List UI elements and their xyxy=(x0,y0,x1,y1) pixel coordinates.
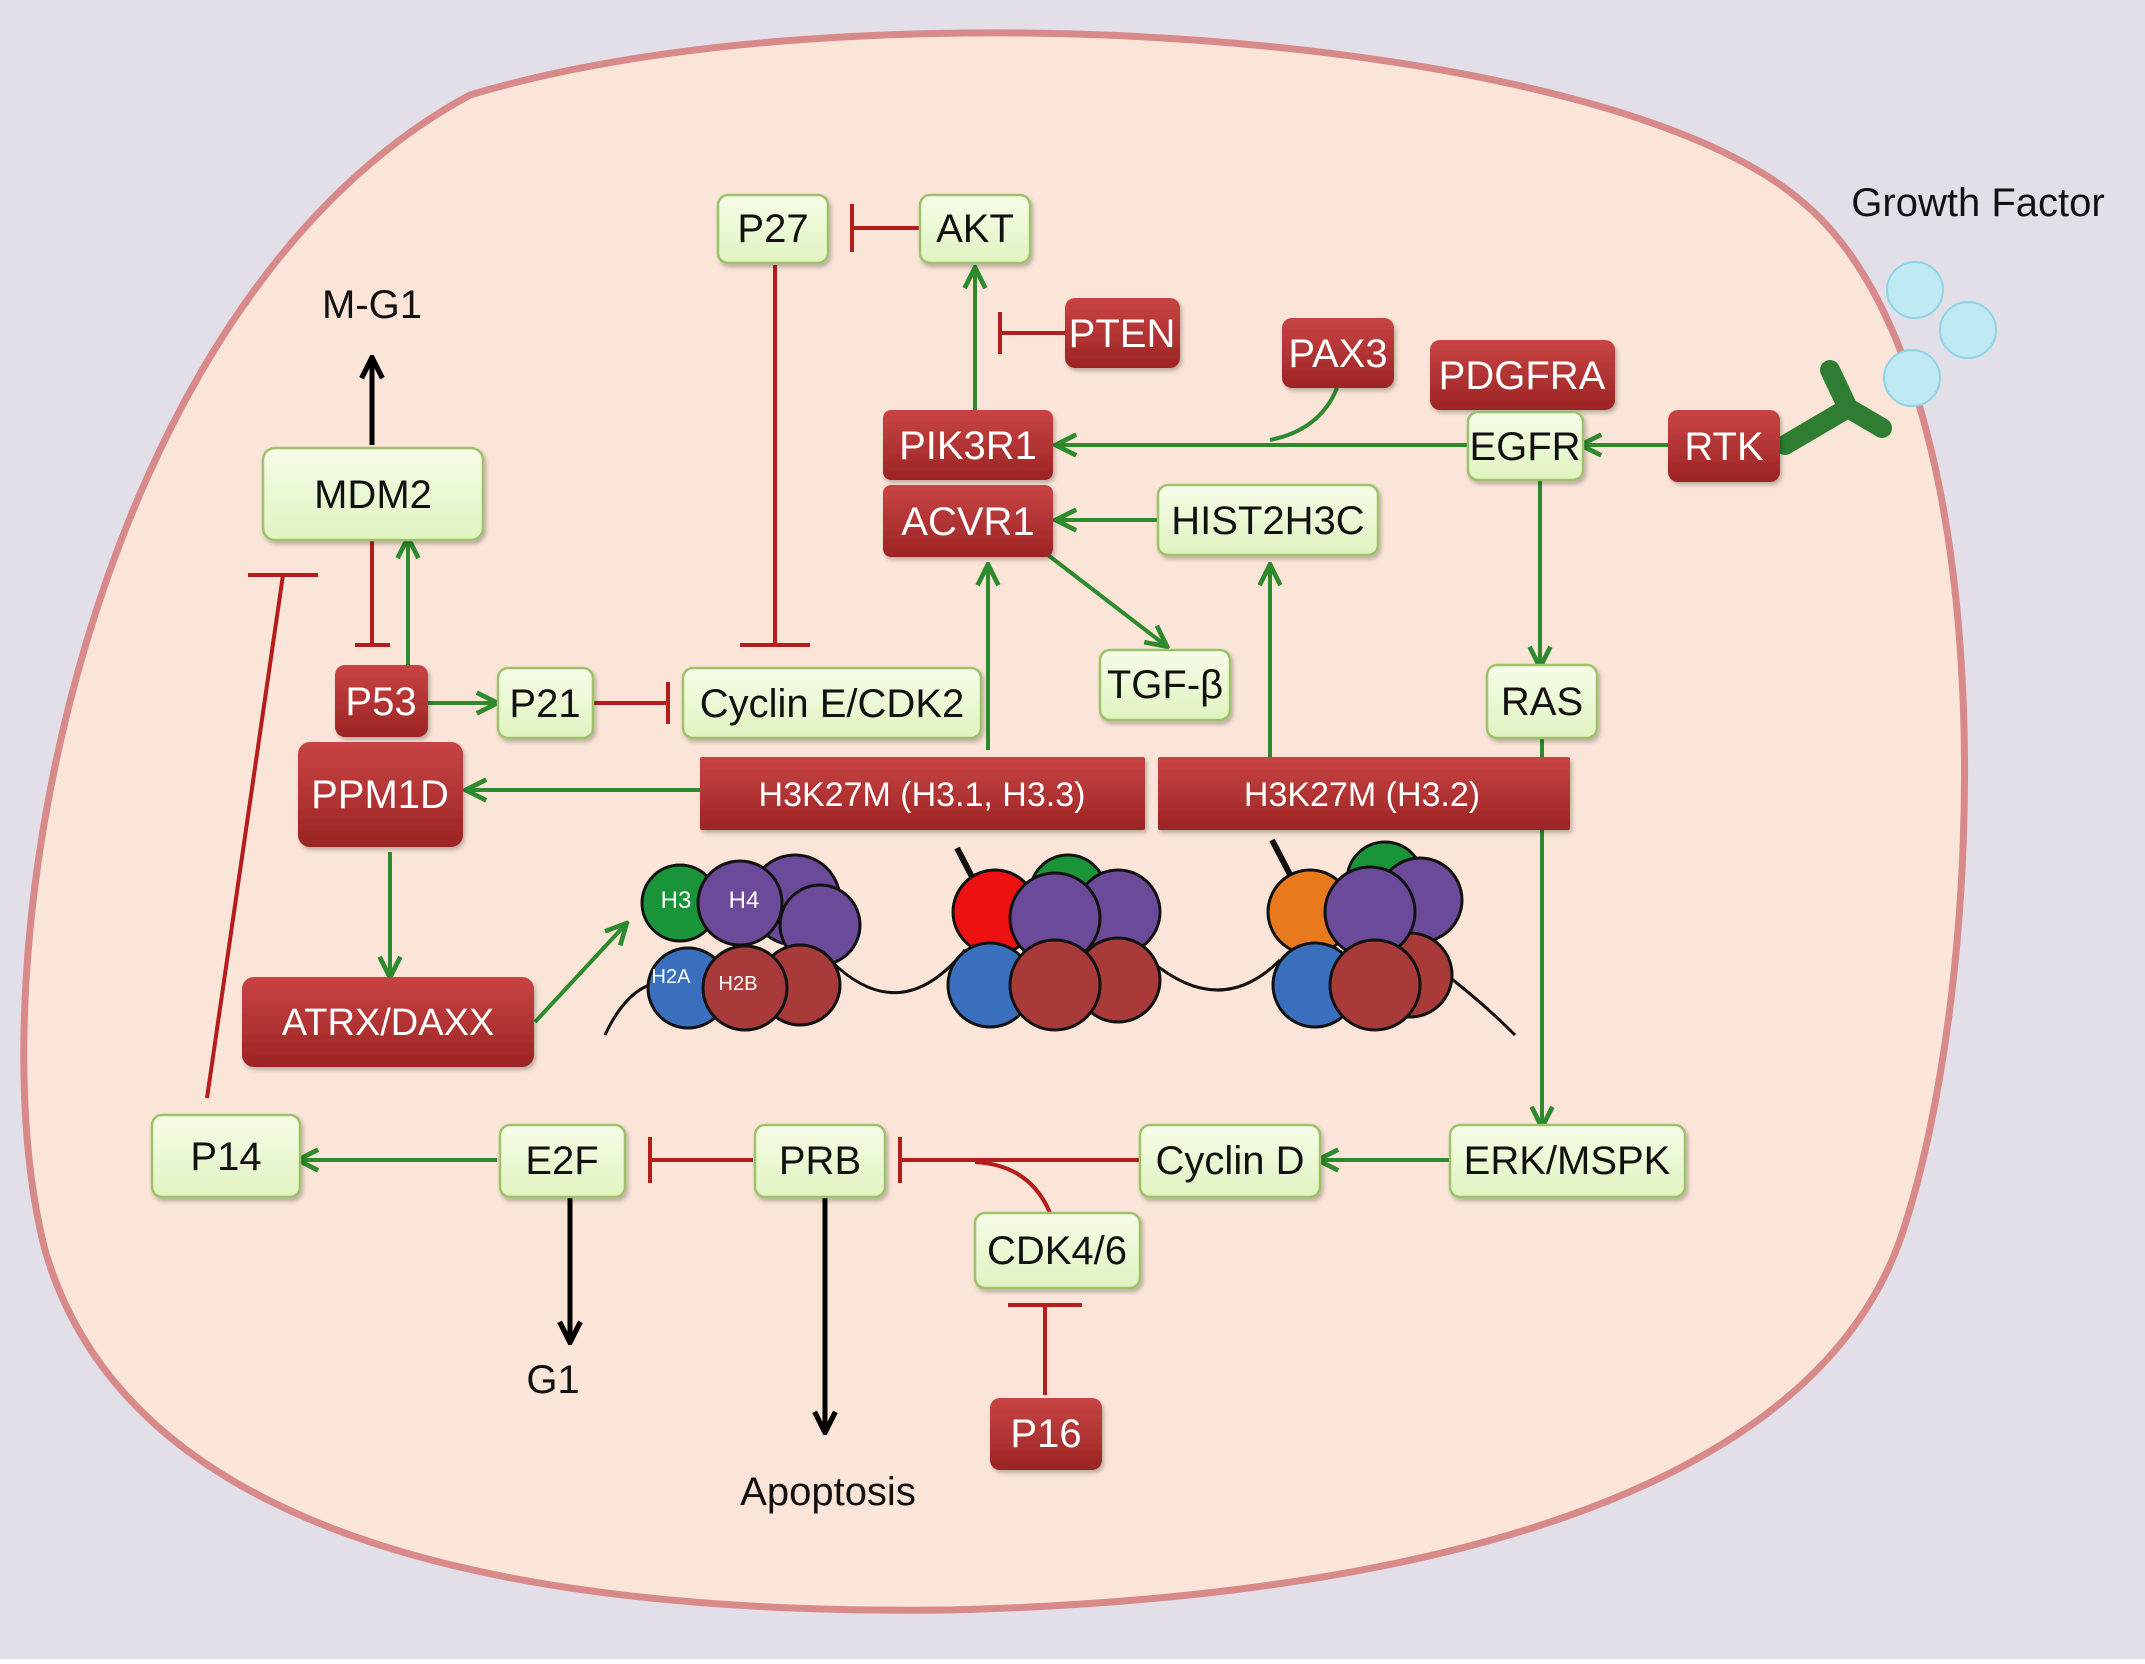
histone-h2a-label: H2A xyxy=(652,966,692,988)
label-apoptosis: Apoptosis xyxy=(740,1470,916,1514)
node-e2f-box xyxy=(498,1123,627,1199)
node-egfr: EGFR xyxy=(1469,425,1580,469)
node-akt: AKT xyxy=(936,207,1014,251)
node-acvr1: ACVR1 xyxy=(901,500,1034,544)
edge-acvr1-tgfb xyxy=(1046,553,1165,645)
node-pax3-box xyxy=(1282,318,1394,388)
growth-factor-molecule xyxy=(1939,301,1997,359)
node-egfr-box xyxy=(1466,410,1585,482)
dna-strand xyxy=(603,949,1517,1037)
node-p16-box xyxy=(990,1398,1102,1470)
node-mdm2: MDM2 xyxy=(314,473,432,517)
nodes xyxy=(150,193,1780,1470)
node-pten: PTEN xyxy=(1069,312,1176,356)
nucleosomes: H3 H4 H2A H2B xyxy=(603,838,1517,1037)
growth-factor-label: Growth Factor xyxy=(1851,181,2104,225)
node-cyclin-e-box xyxy=(681,666,983,740)
histone-h2b xyxy=(1008,938,1102,1032)
node-pten-box xyxy=(1065,298,1180,368)
node-cyclin-e: Cyclin E/CDK2 xyxy=(700,682,965,726)
node-pdgfra-box xyxy=(1430,340,1615,410)
node-p14: P14 xyxy=(190,1135,261,1179)
node-h3k27m-a: H3K27M (H3.1, H3.3) xyxy=(759,776,1086,814)
node-pax3: PAX3 xyxy=(1288,332,1387,376)
node-pdgfra: PDGFRA xyxy=(1439,354,1606,398)
node-erk-box xyxy=(1448,1123,1687,1199)
node-h3k27m-a-box xyxy=(700,757,1145,830)
node-p21: P21 xyxy=(509,682,580,726)
edge-cdk46-link xyxy=(974,1160,1052,1214)
node-ras-box xyxy=(1485,663,1599,740)
histone-h4-label: H4 xyxy=(729,887,760,914)
node-p21-box xyxy=(496,666,595,740)
node-atrx-box xyxy=(242,977,534,1067)
nucleosome-mutant-h3-1 xyxy=(946,853,1162,1032)
node-prb-box xyxy=(753,1123,887,1199)
node-pik3r1: PIK3R1 xyxy=(899,424,1037,468)
node-rtk-box xyxy=(1668,410,1780,482)
node-hist2h3c-box xyxy=(1156,483,1380,557)
nucleosome-mutant-h3-2 xyxy=(1266,840,1464,1032)
node-e2f: E2F xyxy=(525,1139,598,1183)
node-p53-box xyxy=(335,665,428,737)
label-m-g1: M-G1 xyxy=(322,283,422,327)
node-ppm1d: PPM1D xyxy=(311,773,449,817)
node-cyclin-d: Cyclin D xyxy=(1156,1139,1305,1183)
node-p16: P16 xyxy=(1010,1412,1081,1456)
growth-factor-molecules xyxy=(1883,261,1997,407)
histone-h2b-label: H2B xyxy=(719,973,758,995)
node-p27: P27 xyxy=(737,207,808,251)
node-tgfb: TGF-β xyxy=(1107,663,1223,707)
growth-factor-molecule xyxy=(1886,261,1944,319)
histone-h2b xyxy=(701,944,789,1032)
node-h3k27m-b: H3K27M (H3.2) xyxy=(1244,776,1480,814)
node-erk: ERK/MSPK xyxy=(1464,1139,1671,1183)
node-cyclin-d-box xyxy=(1138,1123,1322,1199)
node-p53: P53 xyxy=(345,680,416,724)
node-rtk: RTK xyxy=(1684,425,1764,469)
node-tgfb-box xyxy=(1098,648,1232,722)
receptor-icon xyxy=(1775,360,1892,455)
node-cdk46-box xyxy=(973,1211,1142,1290)
histone-h3-label: H3 xyxy=(661,887,692,914)
node-cdk46: CDK4/6 xyxy=(987,1229,1127,1273)
node-p14-box xyxy=(150,1113,302,1199)
node-acvr1-box xyxy=(883,485,1053,557)
growth-factor-molecule xyxy=(1883,349,1941,407)
node-labels: P27 AKT PTEN PAX3 PDGFRA PIK3R1 EGFR RTK… xyxy=(190,207,1764,1456)
node-h3k27m-b-box xyxy=(1158,757,1570,830)
histone-h2b xyxy=(1328,938,1422,1032)
node-prb: PRB xyxy=(779,1139,861,1183)
nucleosome-wildtype xyxy=(640,853,862,1032)
node-hist2h3c: HIST2H3C xyxy=(1171,499,1364,543)
edge-atrx-nucleosome xyxy=(533,925,625,1024)
node-p27-box xyxy=(716,193,830,265)
edges xyxy=(205,204,1668,1430)
node-pik3r1-box xyxy=(883,410,1053,480)
node-atrx: ATRX/DAXX xyxy=(282,1002,495,1044)
node-ras: RAS xyxy=(1501,680,1583,724)
node-ppm1d-box xyxy=(298,742,463,847)
label-g1: G1 xyxy=(526,1358,579,1402)
edge-pax3-egfr xyxy=(1269,387,1339,442)
edge-p14-mdm2 xyxy=(205,574,285,1099)
node-mdm2-box xyxy=(261,446,485,542)
node-akt-box xyxy=(918,193,1032,265)
